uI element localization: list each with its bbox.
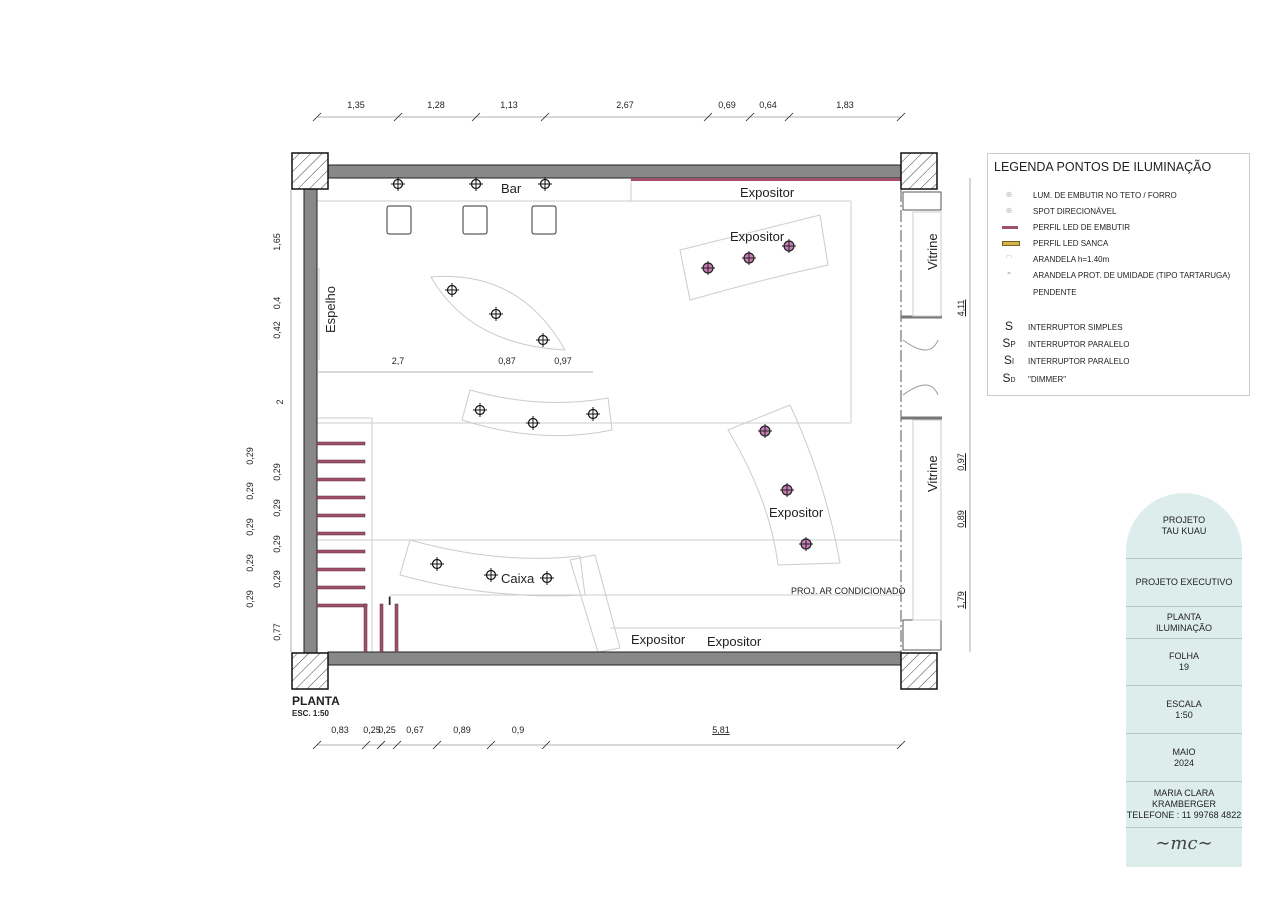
switch-icon: SI bbox=[1003, 353, 1015, 367]
svg-text:0,4: 0,4 bbox=[272, 297, 282, 310]
svg-text:1,83: 1,83 bbox=[836, 100, 854, 110]
svg-text:1,35: 1,35 bbox=[347, 100, 365, 110]
svg-text:4,11: 4,11 bbox=[956, 300, 966, 317]
legend-item: SPOT DIRECIONÁVEL bbox=[1033, 207, 1117, 216]
label-expositor: Expositor bbox=[730, 229, 785, 244]
svg-text:0,29: 0,29 bbox=[245, 518, 255, 536]
project-phase: PROJETO EXECUTIVO bbox=[1126, 559, 1242, 607]
legend-item: INTERRUPTOR SIMPLES bbox=[1028, 323, 1123, 332]
svg-text:0,97: 0,97 bbox=[554, 356, 572, 366]
dimension-lines bbox=[290, 112, 971, 750]
legend-item: ARANDELA PROT. DE UMIDADE (TIPO TARTARUG… bbox=[1033, 271, 1231, 280]
svg-text:0,67: 0,67 bbox=[406, 725, 424, 735]
legend-item: PENDENTE bbox=[1033, 288, 1077, 297]
spot-icon: ⊕ bbox=[1005, 206, 1013, 215]
svg-text:0,29: 0,29 bbox=[272, 463, 282, 481]
right-dimensions: 4,11 0,97 0,89 1,79 bbox=[956, 300, 966, 609]
turtle-sconce-icon: ◓ bbox=[1006, 269, 1012, 278]
wall-sconce-icon: ◠ bbox=[1005, 253, 1013, 262]
switch-icon: SP bbox=[1002, 336, 1016, 350]
svg-text:0,29: 0,29 bbox=[245, 554, 255, 572]
label-vitrine: Vitrine bbox=[925, 455, 940, 492]
led-profile-top bbox=[631, 178, 901, 181]
svg-text:1,13: 1,13 bbox=[500, 100, 518, 110]
legend-item: INTERRUPTOR PARALELO bbox=[1028, 340, 1130, 349]
svg-text:0,29: 0,29 bbox=[272, 570, 282, 588]
bar-stools bbox=[386, 205, 557, 235]
led-profile-icon bbox=[1002, 226, 1018, 229]
label-expositor: Expositor bbox=[740, 185, 795, 200]
svg-text:1,28: 1,28 bbox=[427, 100, 445, 110]
recessed-light-icon: ⊕ bbox=[1005, 190, 1013, 199]
plan-scale: ESC. 1:50 bbox=[292, 709, 329, 718]
svg-text:0,9: 0,9 bbox=[512, 725, 525, 735]
switch-icon: S bbox=[1004, 319, 1013, 333]
legend-item: LUM. DE EMBUTIR NO TETO / FORRO bbox=[1033, 191, 1177, 200]
columns bbox=[291, 152, 938, 690]
svg-text:0,25: 0,25 bbox=[378, 725, 396, 735]
svg-text:2,67: 2,67 bbox=[616, 100, 634, 110]
label-expositor: Expositor bbox=[631, 632, 686, 647]
monogram-logo: ∼mc∼ bbox=[1155, 833, 1213, 854]
legend-item: "DIMMER" bbox=[1028, 375, 1067, 384]
label-vitrine: Vitrine bbox=[925, 233, 940, 270]
label-espelho: Espelho bbox=[323, 286, 338, 333]
svg-text:0,29: 0,29 bbox=[272, 535, 282, 553]
legend-item: INTERRUPTOR PARALELO bbox=[1028, 357, 1130, 366]
label-ac-projection: PROJ. AR CONDICIONADO bbox=[791, 586, 906, 596]
svg-text:0,29: 0,29 bbox=[245, 590, 255, 608]
stair-led-profiles bbox=[316, 441, 399, 653]
legend-item: PERFIL LED SANCA bbox=[1033, 239, 1109, 248]
storefront bbox=[900, 190, 942, 652]
bottom-dimensions: 0,83 0,250,25 0,67 0,89 0,9 5,81 bbox=[331, 725, 730, 735]
label-expositor: Expositor bbox=[707, 634, 762, 649]
led-sanca-icon bbox=[1002, 241, 1020, 246]
top-dimensions: 1,35 1,28 1,13 2,67 0,69 0,64 1,83 bbox=[347, 100, 854, 110]
inner-dimensions: 2,7 0,87 0,97 bbox=[392, 356, 572, 366]
svg-text:0,77: 0,77 bbox=[272, 623, 282, 641]
svg-text:2,7: 2,7 bbox=[392, 356, 405, 366]
left-dimensions: 1,65 0,4 0,42 2 0,29 0,29 0,29 0,29 0,29… bbox=[245, 233, 285, 641]
svg-text:0,97: 0,97 bbox=[956, 453, 966, 471]
svg-text:1,65: 1,65 bbox=[272, 233, 282, 251]
label-expositor: Expositor bbox=[769, 505, 824, 520]
recessed-lights bbox=[390, 176, 601, 586]
svg-text:0,25: 0,25 bbox=[363, 725, 381, 735]
plan-title: PLANTA bbox=[292, 694, 340, 708]
lighting-legend: LEGENDA PONTOS DE ILUMINAÇÃO ⊕ LUM. DE E… bbox=[987, 153, 1250, 396]
label-caixa: Caixa bbox=[501, 571, 535, 586]
furniture-outlines bbox=[316, 178, 901, 654]
svg-text:0,29: 0,29 bbox=[272, 499, 282, 517]
switch-symbol: I bbox=[388, 594, 391, 608]
svg-text:0,89: 0,89 bbox=[453, 725, 471, 735]
svg-text:1,79: 1,79 bbox=[956, 591, 966, 609]
switch-icon: SD bbox=[1002, 371, 1016, 385]
svg-text:0,69: 0,69 bbox=[718, 100, 736, 110]
svg-text:0,64: 0,64 bbox=[759, 100, 777, 110]
svg-text:2: 2 bbox=[275, 399, 285, 404]
svg-text:0,87: 0,87 bbox=[498, 356, 516, 366]
label-bar: Bar bbox=[501, 181, 522, 196]
svg-text:0,83: 0,83 bbox=[331, 725, 349, 735]
legend-title: LEGENDA PONTOS DE ILUMINAÇÃO bbox=[994, 160, 1212, 174]
svg-text:0,42: 0,42 bbox=[272, 321, 282, 339]
svg-text:0,29: 0,29 bbox=[245, 482, 255, 500]
legend-item: ARANDELA h=1.40m bbox=[1033, 255, 1110, 264]
legend-item: PERFIL LED DE EMBUTIR bbox=[1033, 223, 1131, 232]
svg-text:0,29: 0,29 bbox=[245, 447, 255, 465]
svg-text:0,89: 0,89 bbox=[956, 510, 966, 528]
svg-text:5,81: 5,81 bbox=[712, 725, 730, 735]
